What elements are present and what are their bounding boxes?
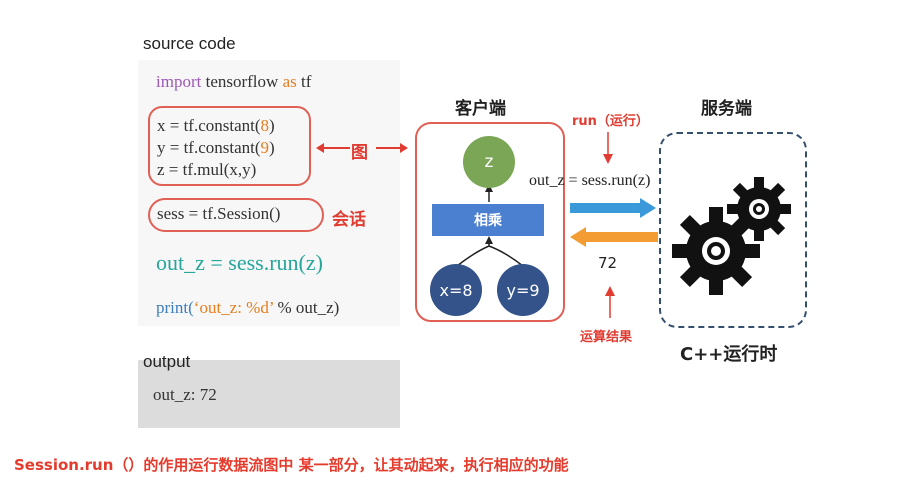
graph-label: 图 [351,143,368,163]
gear-icon [727,177,791,241]
print-function: print( [156,298,194,317]
session-label: 会话 [332,210,366,230]
output-value: out_z: 72 [153,385,217,404]
run-line: out_z = sess.run(z) [156,250,323,275]
y-value: 9 [260,138,270,157]
run-call-text: out_z = sess.run(z) [529,172,651,189]
import-module: tensorflow [205,72,279,91]
result-up-arrow [605,286,615,318]
print-string: ‘out_z: %d’ [193,298,274,317]
gear-icon [672,207,760,295]
session-line: sess = tf.Session() [157,204,281,223]
x-line: x = tf.constant(8) [157,116,275,136]
node-z: z [463,136,515,188]
as-keyword: as [282,72,297,91]
server-box [659,132,807,328]
graph-code-box [148,106,311,186]
output-title: output [143,352,191,371]
client-box [415,122,565,322]
graph-edges [456,184,524,267]
y-code: y = tf.constant( [157,138,261,157]
transfer-arrows [570,198,658,247]
server-title: 服务端 [701,99,752,119]
import-alias: tf [300,72,312,91]
z-line: z = tf.mul(x,y) [157,160,257,179]
print-args: % out_z) [273,298,340,317]
run-label: run（运行） [572,114,649,129]
x-code: x = tf.constant( [157,116,261,135]
source-code-panel [138,60,400,326]
node-y: y=9 [497,264,549,316]
result-value: 72 [598,254,618,272]
x-value: 8 [260,116,270,135]
import-keyword: import [156,72,202,91]
run-down-arrow [603,132,613,164]
y-close: ) [269,138,275,157]
x-close: ) [269,116,275,135]
import-line: import tensorflow as tf [156,72,311,92]
caption-text: Session.run（）的作用运行数据流图中 某一部分，让其动起来，执行相应的… [14,456,569,474]
y-line: y = tf.constant(9) [157,138,275,158]
node-x: x=8 [430,264,482,316]
client-title: 客户端 [455,99,506,119]
graph-arrows [316,143,408,153]
output-panel [138,360,400,428]
runtime-label: C++运行时 [680,344,778,365]
print-line: print(‘out_z: %d’ % out_z) [156,298,339,318]
result-label: 运算结果 [580,330,633,345]
node-multiply: 相乘 [432,204,544,236]
session-code-box [148,198,324,232]
source-code-title: source code [143,34,236,53]
